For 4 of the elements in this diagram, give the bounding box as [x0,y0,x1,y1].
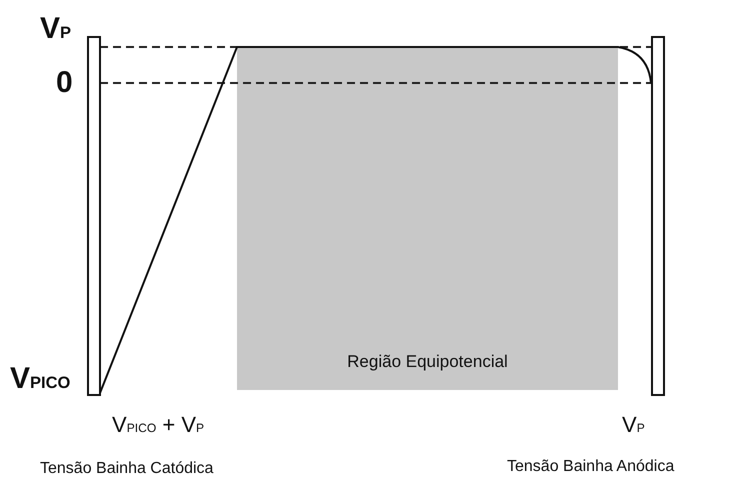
region-label: Região Equipotencial [347,352,508,371]
sheath-caption: Tensão Bainha Catódica [40,460,214,478]
axis-value-label: 0 [56,66,73,100]
sheath-caption: Tensão Bainha Anódica [507,458,674,476]
